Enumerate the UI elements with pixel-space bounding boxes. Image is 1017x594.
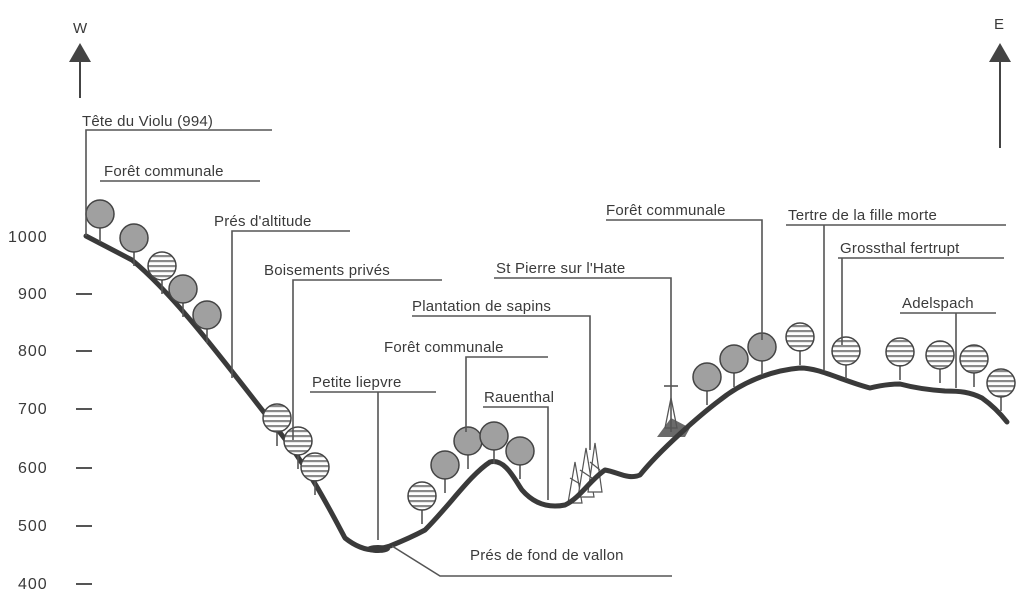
tick-label-800: 800 <box>18 343 48 360</box>
west-label: W <box>73 20 88 37</box>
east-arrow-icon <box>989 43 1011 148</box>
striped-tree-icon <box>785 322 815 365</box>
leader-foret-communale-3 <box>606 219 763 340</box>
striped-tree-icon <box>147 251 177 294</box>
leader-pres-fond-vallon <box>391 545 672 577</box>
leader-rauenthal <box>483 406 549 500</box>
label-foret-communale-2: Forêt communale <box>384 339 504 356</box>
striped-tree-icon <box>959 344 989 387</box>
broadleaf-tree-icon <box>479 421 509 464</box>
striped-tree-icon <box>407 481 437 524</box>
tick-label-1000: 1000 <box>8 229 48 246</box>
striped-tree-icon <box>831 336 861 379</box>
leader-tete-du-violu <box>85 129 272 236</box>
broadleaf-tree-icon <box>505 436 535 479</box>
label-tete-du-violu: Tête du Violu (994) <box>82 113 213 130</box>
striped-tree-icon <box>986 368 1016 411</box>
striped-tree-icon <box>885 337 915 380</box>
leader-lines <box>85 129 1006 577</box>
broadleaf-tree-icon <box>119 223 149 266</box>
tick-label-600: 600 <box>18 460 48 477</box>
leader-petite-liepvre <box>310 391 436 540</box>
broadleaf-tree-icon <box>719 344 749 387</box>
terrain-profile <box>83 233 1010 553</box>
trees <box>85 199 1016 524</box>
label-petite-liepvre: Petite liepvre <box>312 374 402 391</box>
label-foret-communale-3: Forêt communale <box>606 202 726 219</box>
broadleaf-tree-icon <box>192 300 222 343</box>
label-pres-altitude: Prés d'altitude <box>214 213 312 230</box>
striped-tree-icon <box>925 340 955 383</box>
label-adelspach: Adelspach <box>902 295 974 312</box>
label-st-pierre: St Pierre sur l'Hate <box>496 260 625 277</box>
striped-tree-icon <box>262 403 292 446</box>
leader-st-pierre <box>494 277 672 384</box>
striped-tree-icon <box>300 452 330 495</box>
conifer-icon <box>567 442 603 504</box>
striped-tree-icon <box>283 426 313 469</box>
leader-adelspach <box>900 312 996 388</box>
tick-label-900: 900 <box>18 286 48 303</box>
broadleaf-tree-icon <box>430 450 460 493</box>
tick-label-700: 700 <box>18 401 48 418</box>
leader-grossthal <box>838 257 1004 345</box>
leader-foret-communale-2 <box>465 356 548 432</box>
altitude-scale: 1000 900 800 700 600 500 400 <box>8 229 92 593</box>
label-pres-fond-vallon: Prés de fond de vallon <box>470 547 624 564</box>
label-rauenthal: Rauenthal <box>484 389 554 406</box>
leader-boisements-prives <box>292 279 442 440</box>
valley-floor-marker <box>366 545 390 553</box>
leader-plantation-sapins <box>412 315 591 450</box>
tick-label-500: 500 <box>18 518 48 535</box>
east-label: E <box>994 16 1004 33</box>
tick-label-400: 400 <box>18 576 48 593</box>
broadleaf-tree-icon <box>692 362 722 405</box>
leader-tertre <box>786 224 1006 370</box>
leader-pres-altitude <box>231 230 350 378</box>
broadleaf-tree-icon <box>747 332 777 375</box>
label-boisements-prives: Boisements privés <box>264 262 390 279</box>
broadleaf-tree-icon <box>168 274 198 317</box>
west-arrow-icon <box>69 43 91 98</box>
place-labels: Tête du Violu (994) Forêt communale Prés… <box>82 113 974 564</box>
label-grossthal: Grossthal fertrupt <box>840 240 960 257</box>
label-tertre: Tertre de la fille morte <box>788 207 937 224</box>
label-plantation-sapins: Plantation de sapins <box>412 298 551 315</box>
label-foret-communale-1: Forêt communale <box>104 163 224 180</box>
